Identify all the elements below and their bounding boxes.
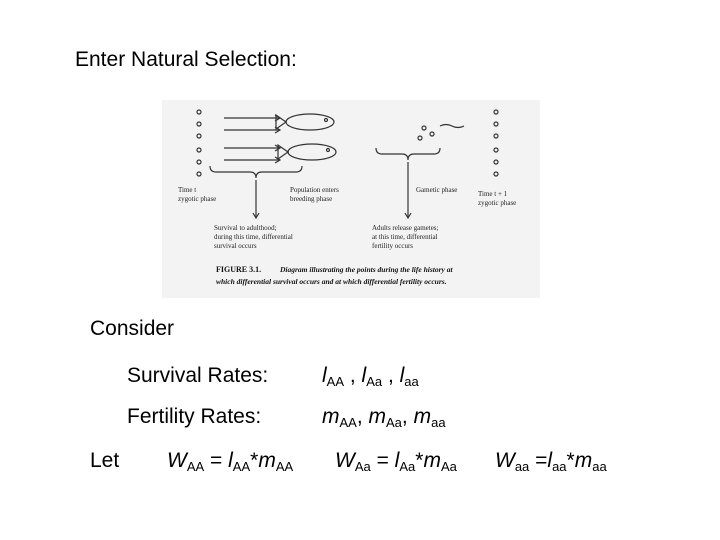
survival-note-3: survival occurs <box>214 242 257 250</box>
survival-rates-label: Survival Rates: <box>127 364 269 387</box>
figure-caption-line-1: Diagram illustrating the points during t… <box>279 265 453 274</box>
time-t-label: Time t <box>178 186 196 194</box>
fitness-formula-Aa: WAa = lAa*mAa <box>335 449 457 474</box>
release-note-2: at this time, differential <box>372 233 438 241</box>
fertility-rates-values: mAA, mAa, maa <box>322 405 446 430</box>
time-t1-label: Time t + 1 <box>478 190 508 198</box>
figure-caption-lead: FIGURE 3.1. <box>216 265 261 274</box>
breeding-phase-label-1: Population enters <box>290 186 339 194</box>
fitness-formula-aa: Waa =laa*maa <box>495 449 607 474</box>
release-note-3: fertility occurs <box>372 242 413 250</box>
survival-note-2: during this time, differential <box>214 233 293 241</box>
survival-note-1: Survival to adulthood; <box>214 224 277 232</box>
consider-label: Consider <box>90 317 175 340</box>
slide-title: Enter Natural Selection: <box>75 48 297 71</box>
breeding-phase-label-2: breeding phase <box>290 195 332 203</box>
fertility-rates-label: Fertility Rates: <box>127 405 262 428</box>
figure-caption-line-2: which differential survival occurs and a… <box>216 277 447 286</box>
life-history-diagram: Time t zygotic phase Population enters b… <box>178 109 516 286</box>
zygotic-phase-label-left: zygotic phase <box>178 195 216 203</box>
gametic-phase-label: Gametic phase <box>416 186 457 194</box>
survival-rates-values: lAA , lAa , laa <box>322 364 419 389</box>
fitness-formula-AA: WAA = lAA*mAA <box>167 449 294 474</box>
let-label: Let <box>90 449 120 472</box>
zygotic-phase-label-right: zygotic phase <box>478 199 516 207</box>
release-note-1: Adults release gametes; <box>372 224 439 232</box>
life-history-figure: Time t zygotic phase Population enters b… <box>162 100 540 298</box>
